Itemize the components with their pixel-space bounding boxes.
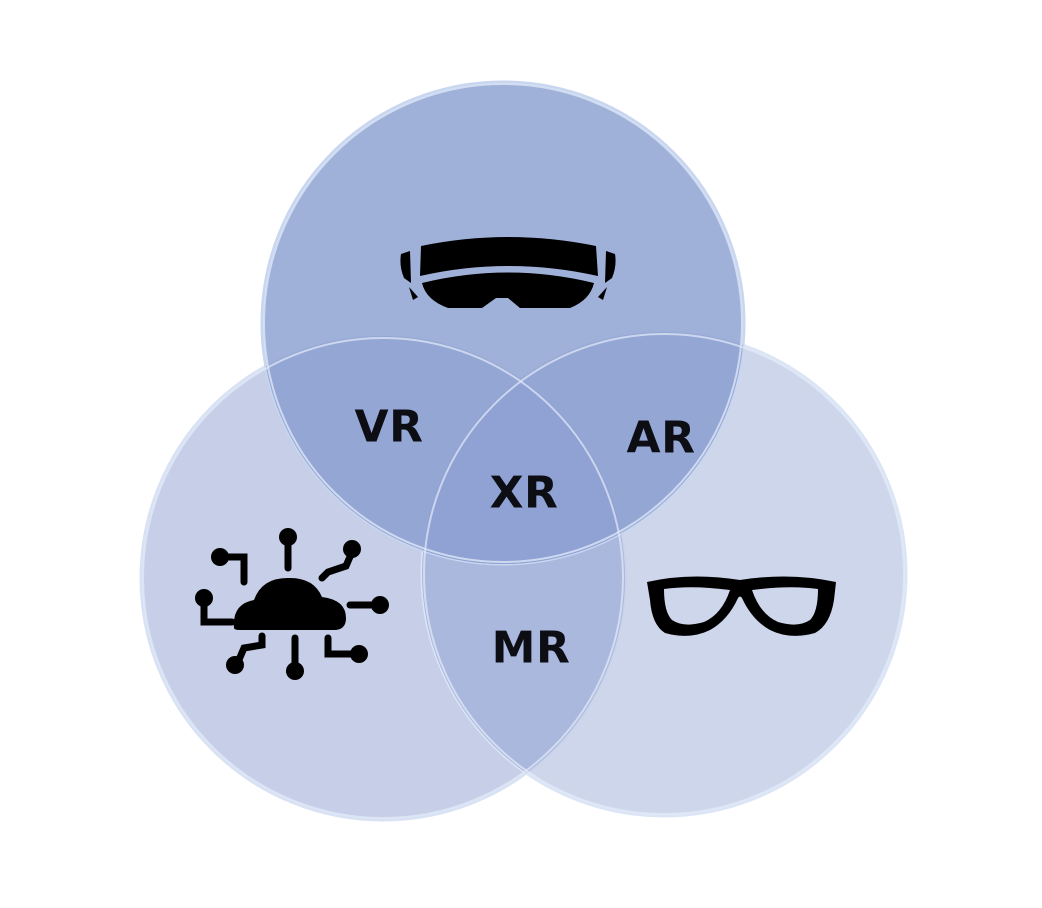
- label-xr: XR: [489, 467, 559, 519]
- label-mr: MR: [491, 622, 571, 674]
- label-ar: AR: [626, 412, 696, 464]
- cloud-network-icon: [195, 528, 389, 680]
- label-vr: VR: [354, 401, 424, 453]
- glasses-icon: [647, 576, 836, 636]
- vr-headset-icon: [400, 237, 616, 308]
- overlap-xr: [422, 336, 625, 564]
